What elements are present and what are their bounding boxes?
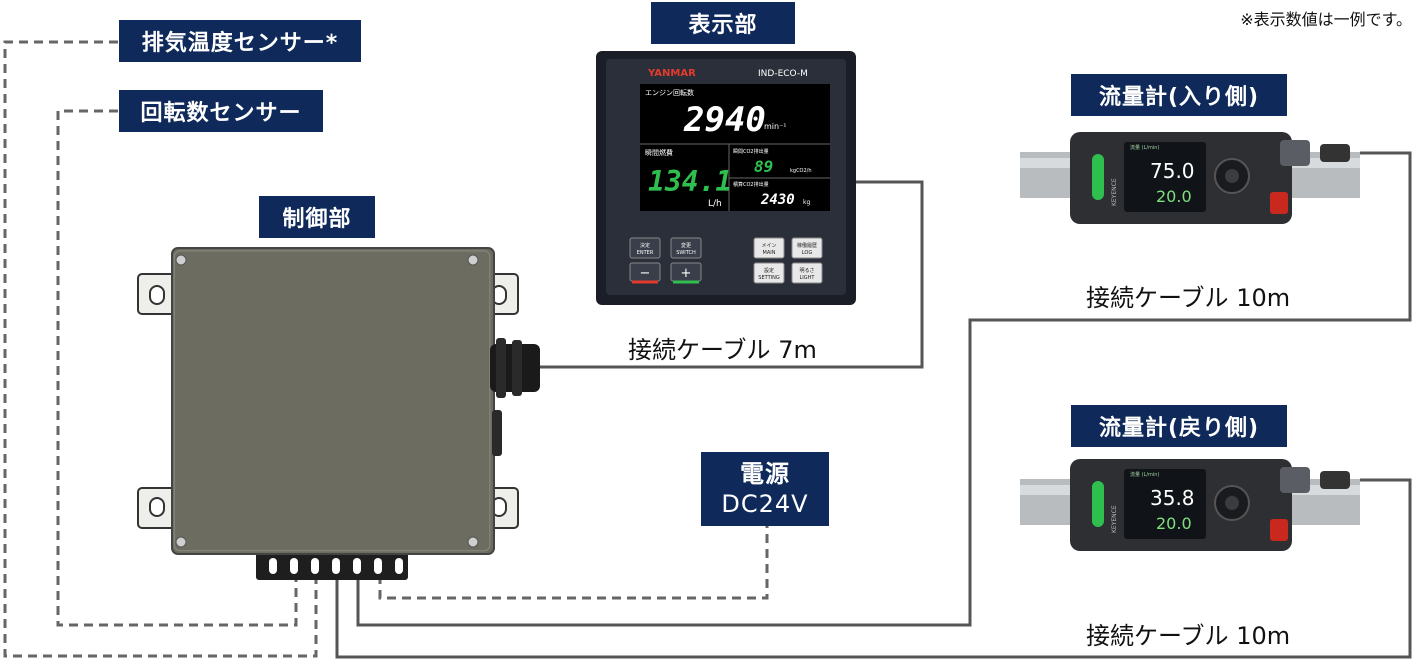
display-unit-label: 表示部 (651, 2, 795, 44)
co2-inst-value: 89 (754, 157, 773, 176)
button-setting[interactable]: 設定 SETTING (753, 262, 785, 284)
button-light[interactable]: 明るさ LIGHT (791, 262, 823, 284)
power-label: 電源 DC24V (701, 452, 829, 526)
svg-text:稼働履歴: 稼働履歴 (797, 242, 817, 249)
display-brand: YANMAR (647, 68, 696, 79)
display-cable-caption: 接続ケーブル 7m (628, 336, 817, 364)
svg-text:ENTER: ENTER (637, 250, 654, 256)
flow-in-main-value: 75.0 (1150, 159, 1195, 183)
svg-text:決定: 決定 (640, 242, 650, 249)
svg-text:MAIN: MAIN (763, 250, 776, 256)
flow-meter-return-screen (1124, 469, 1206, 539)
exhaust-sensor-cable (3, 40, 318, 658)
svg-text:メイン: メイン (761, 243, 776, 249)
power-label-line1: 電源 (740, 460, 790, 488)
control-unit (137, 247, 540, 580)
fuel-value: 134.1 (648, 165, 732, 198)
exhaust-sensor-label: 排気温度センサー* (119, 20, 361, 62)
lcd-screen (640, 84, 830, 211)
button-switch[interactable]: 変更 SWITCH (670, 237, 702, 259)
button-log[interactable]: 稼働履歴 LOG (791, 237, 823, 259)
power-label-line2: DC24V (721, 490, 809, 518)
rpm-unit: min⁻¹ (764, 122, 787, 131)
svg-text:SWITCH: SWITCH (676, 250, 696, 256)
svg-text:−: − (640, 266, 651, 281)
svg-text:流量 (L/min): 流量 (L/min) (1130, 144, 1159, 151)
fuel-title: 瞬間燃費 (645, 148, 673, 157)
button-main[interactable]: メイン MAIN (753, 237, 785, 259)
svg-text:明るさ: 明るさ (799, 267, 814, 274)
co2-total-unit: kg (803, 199, 810, 206)
display-cable (540, 180, 924, 369)
display-unit: YANMAR IND-ECO-M エンジン回転数 2940 min⁻¹ 瞬間燃費… (596, 51, 856, 305)
flow-return-sub-value: 20.0 (1156, 514, 1192, 533)
flow-meter-return-brand: KEYENCE (1111, 505, 1118, 533)
flow-meter-return: KEYENCE 流量 (L/min) 35.8 20.0 (1020, 459, 1360, 551)
rpm-value: 2940 (683, 100, 766, 140)
flow-meter-in-brand: KEYENCE (1111, 178, 1118, 206)
power-cable (378, 526, 769, 600)
control-unit-body (171, 247, 495, 555)
fuel-unit: L/h (708, 199, 722, 209)
button-enter[interactable]: 決定 ENTER (629, 237, 661, 259)
flow-in-cable (356, 151, 1412, 627)
co2-total-title: 積算CO2排出量 (733, 181, 769, 188)
flow-return-cable (335, 478, 1412, 659)
button-plus[interactable]: + (670, 262, 702, 284)
rpm-sensor-cable (56, 109, 298, 627)
flow-return-cable-caption: 接続ケーブル 10m (1086, 622, 1291, 650)
svg-text:+: + (681, 266, 692, 281)
rpm-title: エンジン回転数 (645, 88, 694, 97)
flow-meter-in: KEYENCE 流量 (L/min) 75.0 20.0 (1020, 132, 1360, 224)
button-minus[interactable]: − (629, 262, 661, 284)
svg-text:設定: 設定 (764, 267, 774, 274)
flow-return-main-value: 35.8 (1150, 486, 1195, 510)
co2-total-value: 2430 (760, 192, 795, 208)
svg-text:LIGHT: LIGHT (800, 275, 816, 281)
control-unit-label: 制御部 (259, 196, 375, 238)
flow-return-label: 流量計(戻り側) (1071, 405, 1287, 447)
svg-text:流量 (L/min): 流量 (L/min) (1130, 471, 1159, 478)
co2-inst-title: 瞬間CO2排出量 (733, 148, 769, 155)
disclaimer-note: ※表示数値は一例です。 (1240, 10, 1412, 29)
flow-in-label: 流量計(入り側) (1071, 74, 1287, 116)
svg-text:変更: 変更 (681, 242, 691, 249)
rpm-sensor-label: 回転数センサー (119, 90, 323, 132)
flow-in-cable-caption: 接続ケーブル 10m (1086, 284, 1291, 312)
svg-text:SETTING: SETTING (758, 275, 780, 281)
svg-text:LOG: LOG (802, 250, 813, 256)
flow-meter-in-screen (1124, 142, 1206, 212)
co2-inst-unit: kgCO2/h (790, 168, 812, 174)
flow-in-sub-value: 20.0 (1156, 187, 1192, 206)
display-model: IND-ECO-M (758, 69, 808, 79)
